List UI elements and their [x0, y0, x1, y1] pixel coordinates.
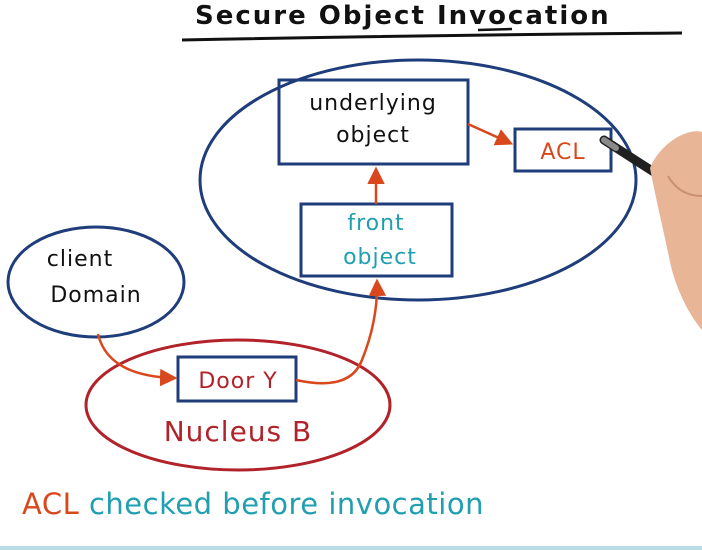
- title-underline: [181, 31, 683, 42]
- pen-tip: [601, 137, 619, 151]
- footer-note-rest: checked before invocation: [79, 487, 484, 521]
- footer-note-acl: ACL: [22, 487, 79, 521]
- client-domain-label-line2: Domain: [50, 283, 141, 308]
- front-object-label-line1: front: [347, 211, 404, 236]
- acl-box: [513, 127, 613, 173]
- server-domain-ellipse: [198, 58, 638, 302]
- underlying-object-box: [277, 78, 470, 166]
- hand-with-pen-image: [599, 131, 702, 330]
- nucleus-label: Nucleus B: [164, 415, 313, 448]
- client-domain-label-line1: client: [47, 247, 113, 272]
- hand-crease: [667, 175, 702, 197]
- arrow-door-to-front-object: [295, 278, 387, 385]
- arrow-client-to-door: [96, 333, 178, 387]
- bottom-progress-bar: [0, 546, 702, 550]
- client-domain-ellipse: [6, 225, 186, 339]
- footer-note: ACL checked before invocation: [22, 487, 484, 521]
- page-title: Secure Object Invocation: [195, 1, 611, 31]
- acl-label: ACL: [540, 140, 585, 165]
- front-object-label-line2: object: [343, 245, 417, 270]
- door-label: Door Y: [198, 369, 277, 394]
- door-box: [176, 355, 298, 403]
- arrow-underlying-to-acl: [467, 122, 514, 146]
- nucleus-ellipse: [84, 338, 392, 472]
- underlying-object-label-line2: object: [336, 123, 410, 148]
- hand-skin: [650, 131, 702, 330]
- title-underline-accent: [477, 27, 513, 32]
- underlying-object-label-line1: underlying: [309, 91, 437, 116]
